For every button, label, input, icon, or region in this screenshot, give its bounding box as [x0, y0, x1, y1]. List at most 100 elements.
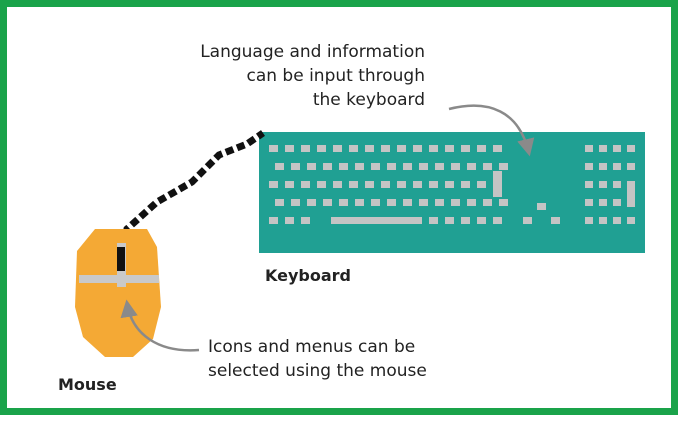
- keyboard-key: [599, 199, 607, 206]
- keyboard-key: [413, 181, 422, 188]
- keyboard-key: [355, 199, 364, 206]
- keyboard-key: [599, 163, 607, 170]
- keyboard-key: [301, 181, 310, 188]
- keyboard-key: [307, 199, 316, 206]
- keyboard-key: [413, 217, 422, 224]
- keyboard-key: [403, 199, 412, 206]
- keyboard-key: [333, 145, 342, 152]
- keyboard-key: [493, 217, 502, 224]
- illustration: [75, 104, 645, 357]
- keyboard-key: [291, 163, 300, 170]
- keyboard-key: [627, 163, 635, 170]
- keyboard-key: [461, 181, 470, 188]
- keyboard-key: [551, 217, 560, 224]
- keyboard-key: [499, 199, 508, 206]
- mouse-caption: Icons and menus can be selected using th…: [208, 335, 427, 383]
- keyboard-key: [355, 163, 364, 170]
- keyboard-key: [397, 145, 406, 152]
- keyboard-key: [585, 217, 593, 224]
- keyboard-key: [627, 181, 635, 207]
- keyboard-key: [429, 217, 438, 224]
- keyboard-key: [331, 217, 417, 224]
- keyboard-key: [523, 217, 532, 224]
- keyboard-key: [599, 217, 607, 224]
- keyboard-key: [387, 163, 396, 170]
- keyboard-key: [585, 163, 593, 170]
- keyboard-key: [371, 163, 380, 170]
- keyboard-key: [585, 145, 593, 152]
- mouse-illustration: [75, 229, 161, 357]
- keyboard-key: [613, 163, 621, 170]
- keyboard-key: [467, 199, 476, 206]
- keyboard-key: [613, 199, 621, 206]
- keyboard-key: [269, 181, 278, 188]
- keyboard-caption: Language and information can be input th…: [200, 40, 425, 112]
- keyboard-illustration: [259, 132, 645, 253]
- keyboard-key: [451, 163, 460, 170]
- keyboard-key: [275, 163, 284, 170]
- keyboard-key: [301, 145, 310, 152]
- keyboard-key: [323, 163, 332, 170]
- keyboard-key: [285, 181, 294, 188]
- keyboard-caption-line: the keyboard: [312, 90, 425, 110]
- keyboard-key: [477, 181, 486, 188]
- keyboard-key: [483, 199, 492, 206]
- keyboard-key: [585, 199, 593, 206]
- keyboard-key: [461, 217, 470, 224]
- keyboard-key: [445, 217, 454, 224]
- keyboard-key: [333, 181, 342, 188]
- keyboard-key: [381, 181, 390, 188]
- keyboard-key: [493, 171, 502, 197]
- keyboard-key: [429, 145, 438, 152]
- keyboard-key: [613, 181, 621, 188]
- keyboard-key: [403, 163, 412, 170]
- keyboard-callout-arrow: [448, 104, 535, 157]
- keyboard-key: [291, 199, 300, 206]
- keyboard-key: [275, 199, 284, 206]
- mouse-label: Mouse: [58, 375, 117, 394]
- keyboard-key: [307, 163, 316, 170]
- mouse-callout-arrow: [120, 299, 200, 352]
- keyboard-key: [627, 145, 635, 152]
- keyboard-key: [467, 163, 476, 170]
- keyboard-body: [259, 132, 645, 253]
- keyboard-key: [269, 145, 278, 152]
- keyboard-key: [461, 145, 470, 152]
- keyboard-key: [419, 163, 428, 170]
- keyboard-key: [613, 217, 621, 224]
- keyboard-key: [435, 163, 444, 170]
- keyboard-key: [599, 145, 607, 152]
- keyboard-key: [451, 199, 460, 206]
- mouse-caption-line: selected using the mouse: [208, 361, 427, 381]
- keyboard-key: [371, 199, 380, 206]
- keyboard-key: [627, 217, 635, 224]
- keyboard-key: [419, 199, 428, 206]
- keyboard-key: [477, 217, 486, 224]
- keyboard-key: [285, 145, 294, 152]
- keyboard-key: [323, 199, 332, 206]
- keyboard-key: [413, 145, 422, 152]
- mouse-caption-line: Icons and menus can be: [208, 337, 416, 357]
- keyboard-key: [435, 199, 444, 206]
- keyboard-key: [585, 181, 593, 188]
- keyboard-key: [349, 181, 358, 188]
- keyboard-key: [537, 203, 546, 210]
- keyboard-key: [397, 181, 406, 188]
- keyboard-key: [285, 217, 294, 224]
- keyboard-key: [445, 181, 454, 188]
- keyboard-key: [317, 145, 326, 152]
- keyboard-key: [477, 145, 486, 152]
- keyboard-label: Keyboard: [265, 266, 351, 285]
- keyboard-key: [599, 181, 607, 188]
- keyboard-key: [365, 145, 374, 152]
- keyboard-key: [493, 145, 502, 152]
- keyboard-key: [317, 181, 326, 188]
- keyboard-key: [339, 163, 348, 170]
- keyboard-key: [387, 199, 396, 206]
- keyboard-key: [301, 217, 310, 224]
- keyboard-key: [499, 163, 508, 170]
- keyboard-key: [483, 163, 492, 170]
- keyboard-caption-line: can be input through: [246, 66, 425, 86]
- keyboard-key: [429, 181, 438, 188]
